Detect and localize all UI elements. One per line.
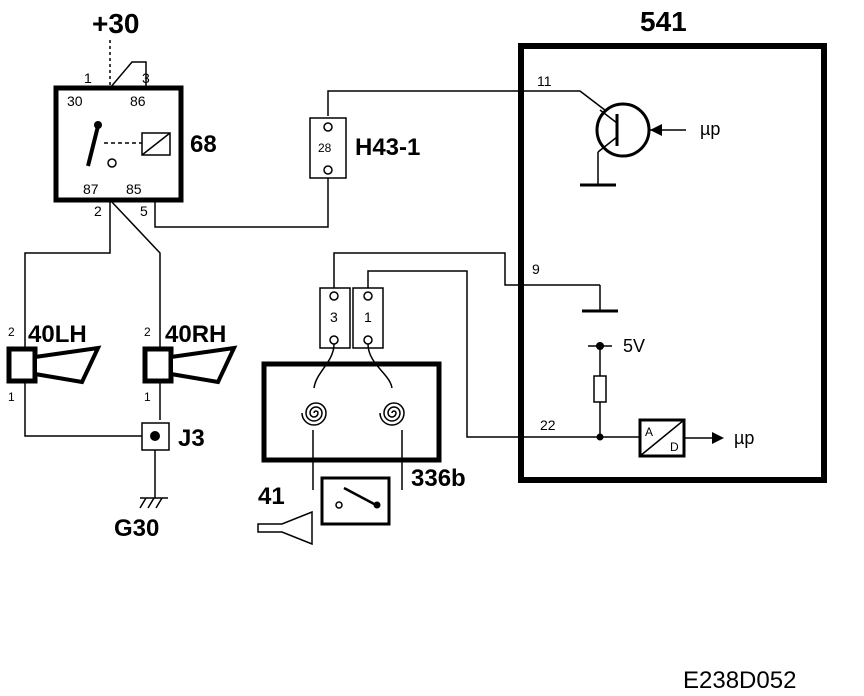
connector-pin-bottom [323, 165, 333, 175]
module-wiring [333, 252, 640, 438]
wire-relay-to-right-horn [109, 199, 161, 420]
relay-pin-30-label: 30 [67, 93, 83, 109]
clockspring-pin-3-label: 3 [330, 309, 338, 325]
module-body [518, 43, 827, 483]
ground-hatch-1 [139, 497, 147, 509]
transistor-collector [599, 109, 618, 124]
horn-40lh: 2 40LH 1 [6, 321, 102, 404]
horn-switch-blade [343, 486, 377, 507]
horn-rh-body [142, 346, 174, 384]
relay-switch-blade [86, 125, 100, 167]
connector-pin-top [323, 122, 333, 132]
ground-id: G30 [114, 515, 159, 542]
relay-pin-85-label: 85 [126, 181, 142, 197]
module-pin-11-label: 11 [537, 73, 552, 89]
module-541: 541 11 9 22 µp 5V A D [518, 6, 827, 483]
horn-lh-body [6, 346, 38, 384]
transistor-emitter [597, 136, 618, 153]
wire-pin85-to-connector [154, 172, 329, 228]
relay-pin-86-label: 86 [130, 93, 146, 109]
connector-pin-label: 28 [318, 141, 332, 155]
relay-pin-5-label: 5 [140, 203, 148, 219]
pull-up-resistor [593, 375, 607, 403]
horn-switch-contact [335, 501, 343, 509]
clockspring-pin1-top [363, 291, 373, 301]
relay-pin-2-label: 2 [94, 203, 102, 219]
horn-rh-id: 40RH [165, 321, 226, 348]
ground-hatch-2 [147, 497, 155, 509]
relay-coil-diagonal [141, 132, 171, 156]
relay-pin-87-label: 87 [83, 181, 99, 197]
clockspring-pin1-bottom [363, 335, 373, 345]
ad-a-label: A [645, 425, 653, 439]
connector-id: H43-1 [355, 134, 420, 161]
relay-68: +30 1 3 30 86 87 85 68 2 5 [53, 8, 217, 219]
clockspring-id: 336b [411, 465, 466, 492]
junction-node [150, 431, 160, 441]
clockspring-pin-1-label: 1 [364, 309, 372, 325]
clockspring-feed-right [367, 343, 393, 389]
relay-pin-1-label: 1 [84, 70, 92, 86]
clockspring-pin3-top [329, 291, 339, 301]
horn-switch-id: 41 [258, 483, 285, 510]
wire-relay-to-left-horn [24, 200, 154, 437]
horn-rh-bell [169, 345, 238, 385]
ground-hatch-3 [155, 497, 163, 509]
clockspring-connector: 3 1 [319, 287, 384, 349]
relay-switch-contact [107, 158, 117, 168]
transistor-circle [595, 102, 651, 158]
clockspring-feed-left [313, 343, 335, 389]
horn-lh-pin-top: 2 [8, 325, 15, 339]
mu-p-bottom-label: µp [734, 428, 754, 448]
transistor-base-arrow [650, 124, 662, 136]
ad-output-arrow [712, 432, 724, 444]
figure-code: E238D052 [683, 667, 796, 694]
connector-h43-1: 28 H43-1 [309, 117, 420, 179]
mu-p-top-label: µp [700, 119, 720, 139]
module-pin-9-label: 9 [532, 261, 540, 277]
horn-rh-pin-top: 2 [144, 325, 151, 339]
horn-symbol-icon [257, 510, 313, 546]
transistor: µp [580, 102, 720, 187]
relay-id: 68 [190, 131, 217, 158]
supply-label: +30 [92, 8, 140, 39]
module-id: 541 [640, 6, 687, 37]
relay-pin3-lead [109, 61, 147, 89]
horn-40rh: 2 40RH 1 [142, 321, 238, 404]
clockspring-coil-left [301, 402, 327, 426]
junction-j3: J3 [141, 422, 205, 498]
horn-rh-pin-bottom: 1 [144, 390, 151, 404]
clockspring-336b: 336b [261, 343, 466, 492]
horn-switch-41: 41 [257, 430, 403, 546]
clockspring-coil-right [379, 402, 405, 426]
ground-g30: G30 [114, 497, 168, 542]
wire-pin9-to-clockspring-3 [333, 252, 600, 290]
wire-connector-to-transistor [327, 90, 615, 118]
ad-converter-diagonal [639, 419, 685, 457]
ad-d-label: D [670, 440, 679, 454]
horn-switch-pivot [373, 501, 381, 509]
horn-lh-pin-bottom: 1 [8, 390, 15, 404]
relay-pin-3-label: 3 [142, 70, 150, 86]
junction-id: J3 [178, 425, 205, 452]
clockspring-pin3-bottom [329, 335, 339, 345]
clockspring-body [261, 361, 442, 463]
module-pin-22-label: 22 [540, 417, 556, 433]
horn-switch-body [320, 476, 391, 526]
horn-lh-id: 40LH [28, 321, 87, 348]
horn-lh-bell [33, 345, 102, 385]
wire-pin22-to-clockspring-1 [367, 270, 640, 438]
vcc-label: 5V [623, 336, 645, 356]
relay-switch-pivot [94, 121, 102, 129]
